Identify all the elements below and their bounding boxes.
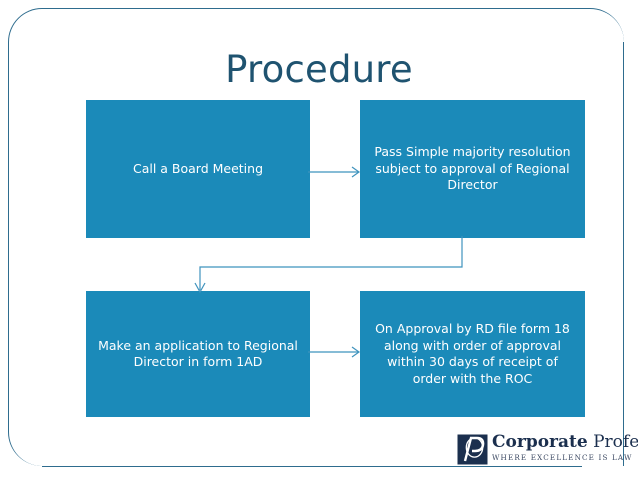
flow-node-label: Pass Simple majority resolution subject … — [374, 144, 571, 193]
logo-name-bold: Corporate — [492, 432, 588, 452]
page-title: Procedure — [225, 48, 413, 91]
logo-tagline: WHERE EXCELLENCE IS LAW — [492, 453, 633, 462]
logo-text-block: Corporate Professionals WHERE EXCELLENCE… — [492, 433, 638, 463]
connector-arrow-node3-to-node4 — [308, 346, 361, 358]
flow-node-make-application[interactable]: Make an application to Regional Director… — [86, 291, 310, 417]
flow-node-file-form-18[interactable]: On Approval by RD file form 18 along wit… — [360, 291, 585, 417]
flow-node-label: On Approval by RD file form 18 along wit… — [375, 321, 570, 386]
flow-node-label: Make an application to Regional Director… — [98, 337, 298, 370]
connector-arrow-node2-to-node3 — [194, 236, 463, 294]
slide-border-bottom — [42, 466, 582, 467]
logo-p-mark-icon — [457, 434, 488, 465]
logo-name-light: Professionals — [593, 432, 638, 452]
flow-node-call-board-meeting[interactable]: Call a Board Meeting — [86, 100, 310, 238]
flow-node-label: Call a Board Meeting — [132, 160, 264, 176]
connector-arrow-node1-to-node2 — [308, 166, 361, 178]
flow-node-pass-resolution[interactable]: Pass Simple majority resolution subject … — [360, 100, 585, 238]
slide-border-right — [623, 42, 624, 466]
logo-company-name: Corporate Professionals — [492, 433, 638, 452]
corporate-professionals-logo: Corporate Professionals WHERE EXCELLENCE… — [457, 433, 638, 473]
